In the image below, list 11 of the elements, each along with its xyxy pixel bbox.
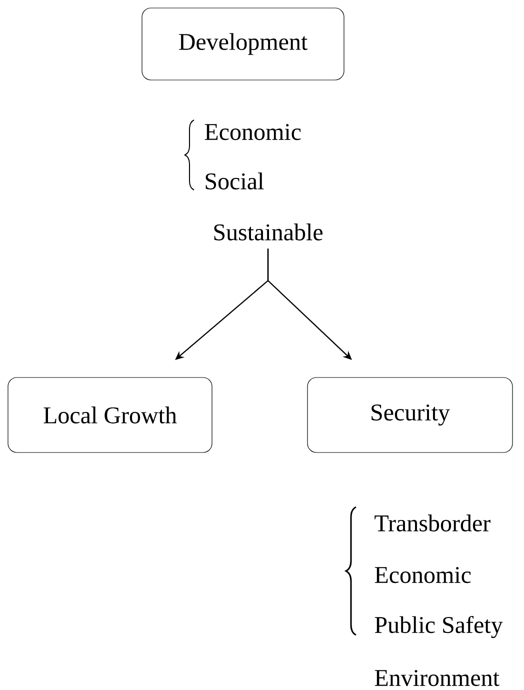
text-label: Economic <box>204 124 301 140</box>
rounded-box: Local Growth <box>8 377 212 453</box>
arrow <box>267 248 352 360</box>
rounded-box: Security <box>307 377 513 453</box>
text-label: Public Safety <box>374 616 503 638</box>
text-label: Economic <box>374 566 471 584</box>
text-label: Social <box>206 172 264 190</box>
text-label: Transborder <box>374 514 490 532</box>
rounded-box: Development <box>142 8 344 80</box>
text-label: Sustainable <box>214 224 322 240</box>
text-label: Environment <box>374 670 500 686</box>
